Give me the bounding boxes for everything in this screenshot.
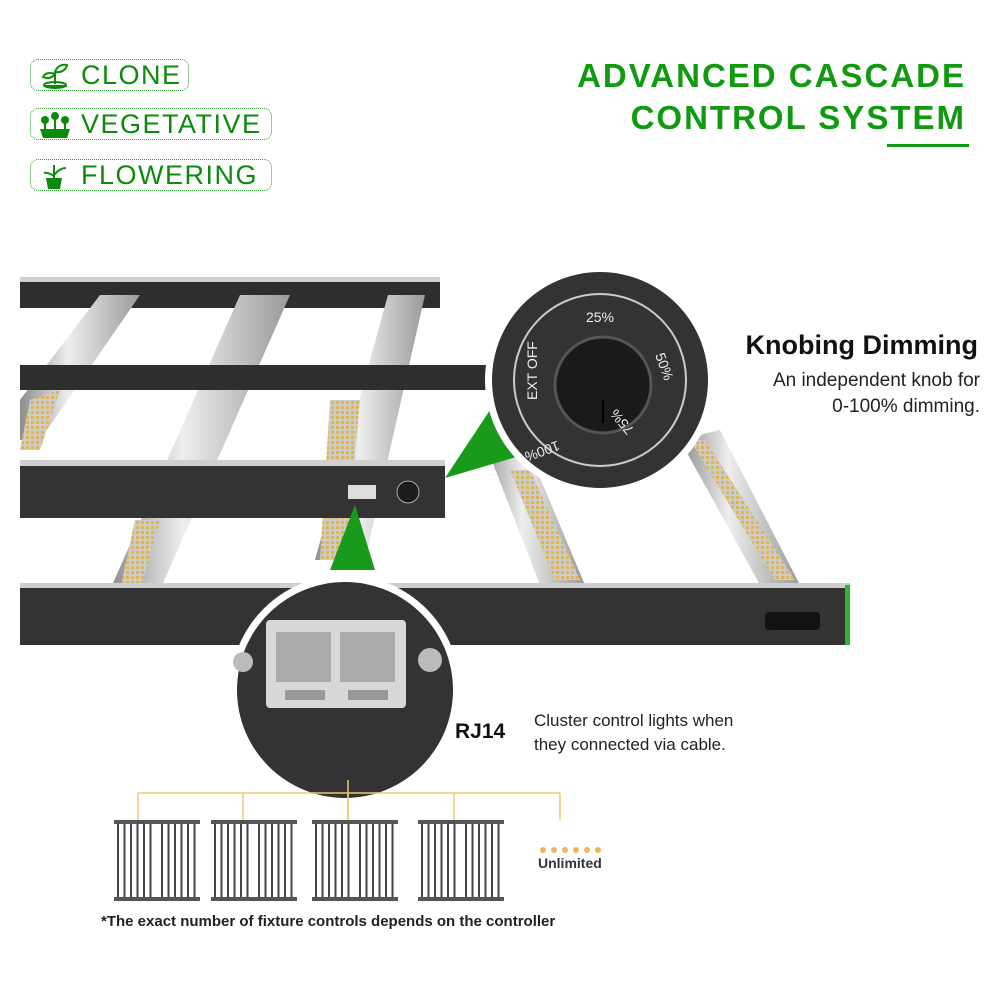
stage-label: VEGETATIVE <box>81 108 262 139</box>
mini-fixture-icon <box>312 820 398 901</box>
mini-fixture-icon <box>114 820 200 901</box>
plant-tray-icon <box>40 112 70 138</box>
knob-description: An independent knob for 0-100% dimming. <box>773 368 980 420</box>
unlimited-dots <box>540 847 601 853</box>
stage-badge-clone: CLONE <box>30 59 189 91</box>
potted-plant-icon <box>43 165 67 189</box>
cascade-diagram <box>137 780 561 820</box>
knob-callout-pointer <box>445 395 540 478</box>
power-connector <box>765 612 820 630</box>
rj14-zoom <box>230 575 460 805</box>
rj14-port-small <box>348 485 376 499</box>
knob-title: Knobing Dimming <box>745 330 978 360</box>
stage-badge-vegetative: VEGETATIVE <box>30 108 272 140</box>
dimming-knob-small <box>396 480 420 504</box>
seedling-icon <box>41 63 69 89</box>
title-line-2: CONTROL SYSTEM <box>630 99 966 136</box>
light-fixture <box>20 277 850 645</box>
rj14-title: RJ14 <box>455 720 506 743</box>
rj14-desc-line: Cluster control lights when <box>534 711 734 730</box>
title-underline <box>887 144 969 147</box>
rj14-desc-line: they connected via cable. <box>534 735 726 754</box>
dial-label-ext-off: EXT OFF <box>524 341 540 400</box>
stage-badge-flowering: FLOWERING <box>30 159 272 191</box>
dimming-knob <box>553 335 653 435</box>
rj14-description: Cluster control lights when they connect… <box>534 709 733 757</box>
knob-desc-line: 0-100% dimming. <box>832 396 980 417</box>
dial-label-25: 25% <box>586 309 614 325</box>
rj14-callout-pointer <box>330 505 375 570</box>
stage-label: CLONE <box>81 59 182 90</box>
unlimited-label: Unlimited <box>538 855 602 871</box>
stage-label: FLOWERING <box>81 159 259 190</box>
page-title: ADVANCED CASCADE CONTROL SYSTEM <box>577 55 966 139</box>
knob-zoom: 25% 50% 75% 100% EXT OFF <box>485 265 715 495</box>
footnote: *The exact number of fixture controls de… <box>101 913 556 930</box>
knob-desc-line: An independent knob for <box>772 370 980 391</box>
mini-fixture-icon <box>418 820 504 901</box>
mini-fixture-icon <box>211 820 297 901</box>
title-line-1: ADVANCED CASCADE <box>577 57 966 94</box>
